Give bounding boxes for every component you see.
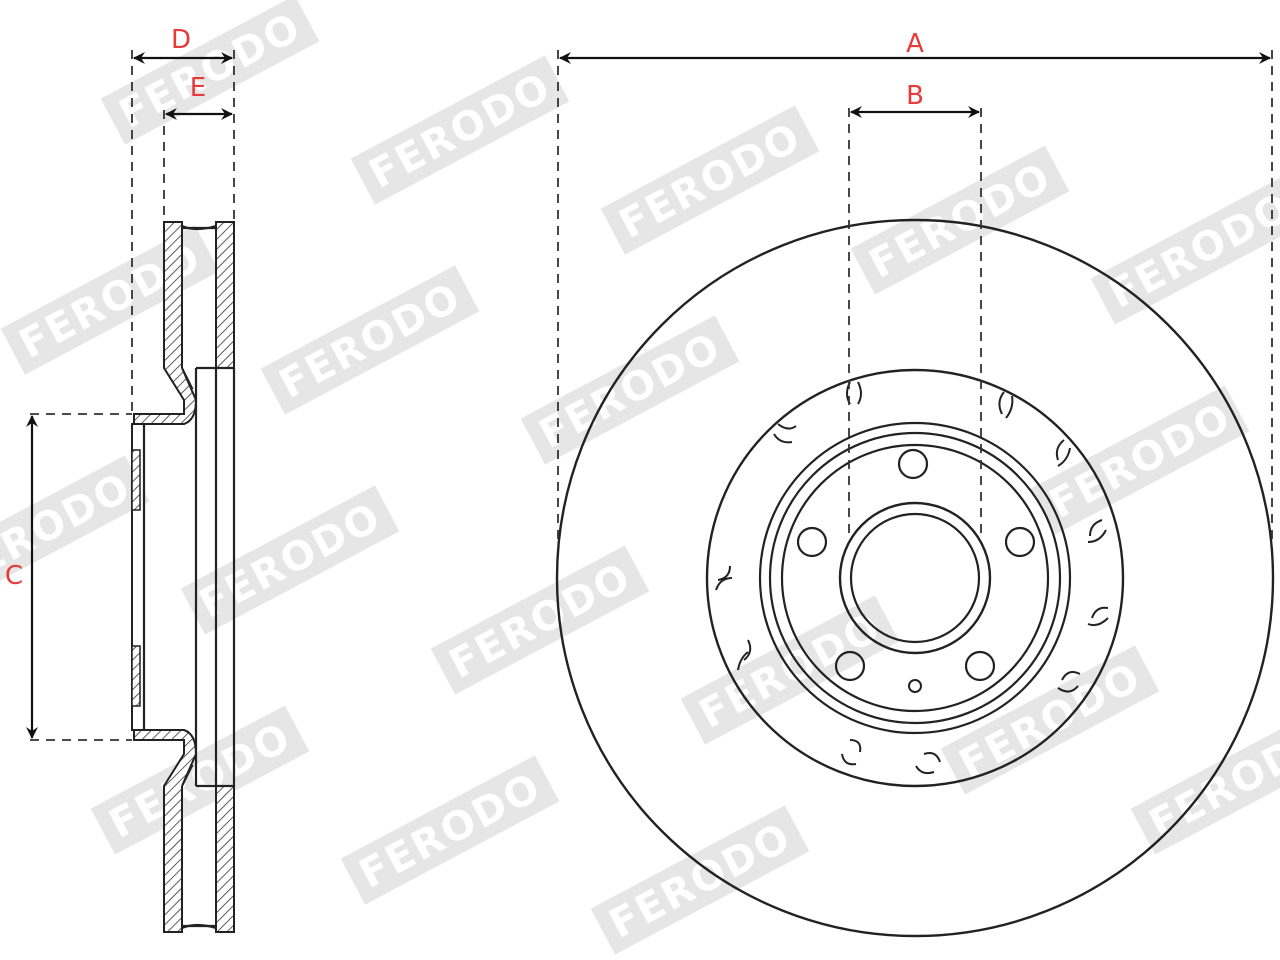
centre-bore-inner bbox=[849, 512, 981, 644]
watermark-text: FERODO bbox=[352, 764, 549, 898]
bolt-hole bbox=[897, 448, 929, 480]
watermark-text: FERODO bbox=[192, 494, 389, 628]
hat-neck-upper bbox=[133, 367, 198, 425]
outer-disc-edge bbox=[555, 218, 1275, 938]
bolt-hole bbox=[796, 526, 828, 558]
bolt-hole bbox=[834, 650, 866, 682]
watermark-text: FERODO bbox=[102, 714, 299, 848]
label-d: D bbox=[171, 25, 191, 55]
watermark-text: FERODO bbox=[1042, 394, 1239, 528]
watermark-text: FERODO bbox=[442, 554, 639, 688]
label-a: A bbox=[906, 29, 924, 59]
groove-marks bbox=[715, 381, 1109, 775]
front-view bbox=[555, 50, 1275, 938]
label-e: E bbox=[190, 73, 206, 103]
watermark-text: FERODO bbox=[612, 114, 809, 248]
label-b: B bbox=[906, 81, 924, 111]
centre-bore-outer bbox=[838, 501, 992, 655]
watermark-text: FERODO bbox=[362, 64, 559, 198]
dimension-labels: D E C A B bbox=[5, 25, 924, 591]
right-friction-plate-upper bbox=[215, 221, 235, 369]
watermark-text: FERODO bbox=[602, 814, 799, 948]
watermark-text: FERODO bbox=[532, 324, 729, 458]
hub-face-ring bbox=[780, 443, 1050, 713]
bolt-hole bbox=[964, 650, 996, 682]
watermark-text: FERODO bbox=[112, 4, 309, 138]
bolt-hole bbox=[1004, 526, 1036, 558]
right-friction-plate-lower bbox=[215, 785, 235, 933]
watermark-text: FERODO bbox=[952, 654, 1149, 788]
hat-outer-edge bbox=[705, 368, 1125, 788]
watermark-text: FERODO bbox=[272, 274, 469, 408]
side-section-view bbox=[26, 50, 236, 933]
locating-hole bbox=[908, 679, 922, 693]
label-c: C bbox=[5, 561, 23, 591]
